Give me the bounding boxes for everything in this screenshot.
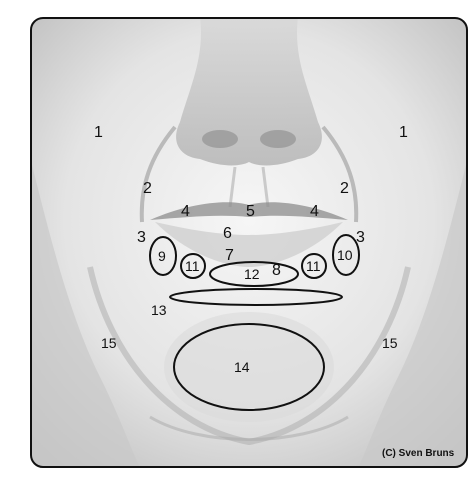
- label-3-left: 3: [137, 229, 146, 246]
- label-11-left: 11: [185, 258, 200, 274]
- label-10: 10: [337, 247, 353, 263]
- copyright-credit: (C) Sven Bruns: [382, 448, 455, 459]
- label-6: 6: [223, 225, 232, 242]
- label-15-left: 15: [101, 335, 117, 351]
- label-7: 7: [225, 247, 234, 264]
- label-3-right: 3: [356, 229, 365, 246]
- label-5: 5: [246, 203, 255, 220]
- face-diagram: 1 1 2 2 3 3 4 4 5 6 7 8 9 10 11 11 12 13…: [30, 17, 468, 468]
- label-2-left: 2: [143, 180, 152, 197]
- label-1-left: 1: [94, 124, 103, 141]
- label-13: 13: [151, 302, 167, 318]
- label-12: 12: [244, 266, 260, 282]
- label-11-right: 11: [306, 258, 321, 274]
- label-14: 14: [234, 359, 250, 375]
- label-9: 9: [158, 248, 166, 264]
- label-2-right: 2: [340, 180, 349, 197]
- label-8: 8: [272, 262, 281, 279]
- label-4-left: 4: [181, 203, 190, 220]
- face-drawing: [30, 17, 468, 468]
- label-4-right: 4: [310, 203, 319, 220]
- label-15-right: 15: [382, 335, 398, 351]
- label-1-right: 1: [399, 124, 408, 141]
